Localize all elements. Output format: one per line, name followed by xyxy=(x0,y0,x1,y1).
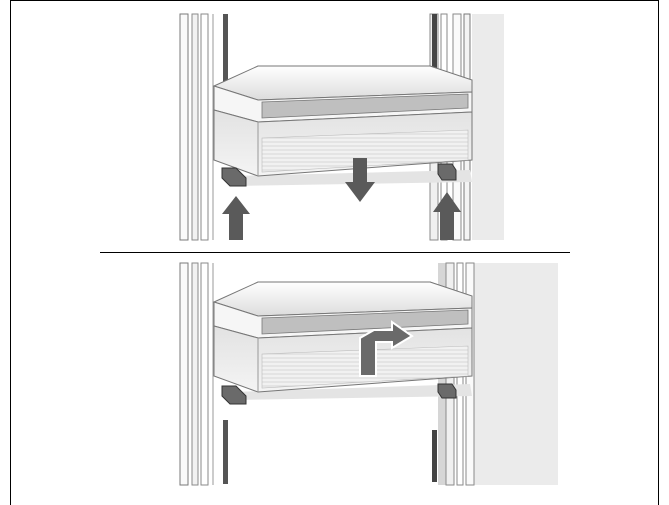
left-rail-bottom xyxy=(179,262,228,486)
left-hook-bottom xyxy=(221,385,247,405)
panel-top xyxy=(179,13,504,241)
left-rail-slot xyxy=(223,14,228,94)
arrow-up-right xyxy=(433,192,461,240)
left-rail xyxy=(179,13,228,241)
panel-bottom xyxy=(179,262,558,486)
right-hook xyxy=(437,163,457,181)
door-shelf-tray-bottom xyxy=(212,281,473,400)
arrow-up-left xyxy=(222,196,250,240)
arrow-down-center xyxy=(345,158,375,202)
right-rail-slot xyxy=(432,14,437,78)
wall-light-bottom xyxy=(472,263,558,485)
right-rail-slot-bottom xyxy=(432,430,437,482)
left-rail-slot-bottom xyxy=(223,420,228,484)
door-shelf-tray xyxy=(212,65,473,186)
arrow-insert xyxy=(359,320,414,377)
right-hook-bottom xyxy=(437,383,457,399)
wall-light xyxy=(472,14,504,240)
left-hook xyxy=(221,167,247,187)
